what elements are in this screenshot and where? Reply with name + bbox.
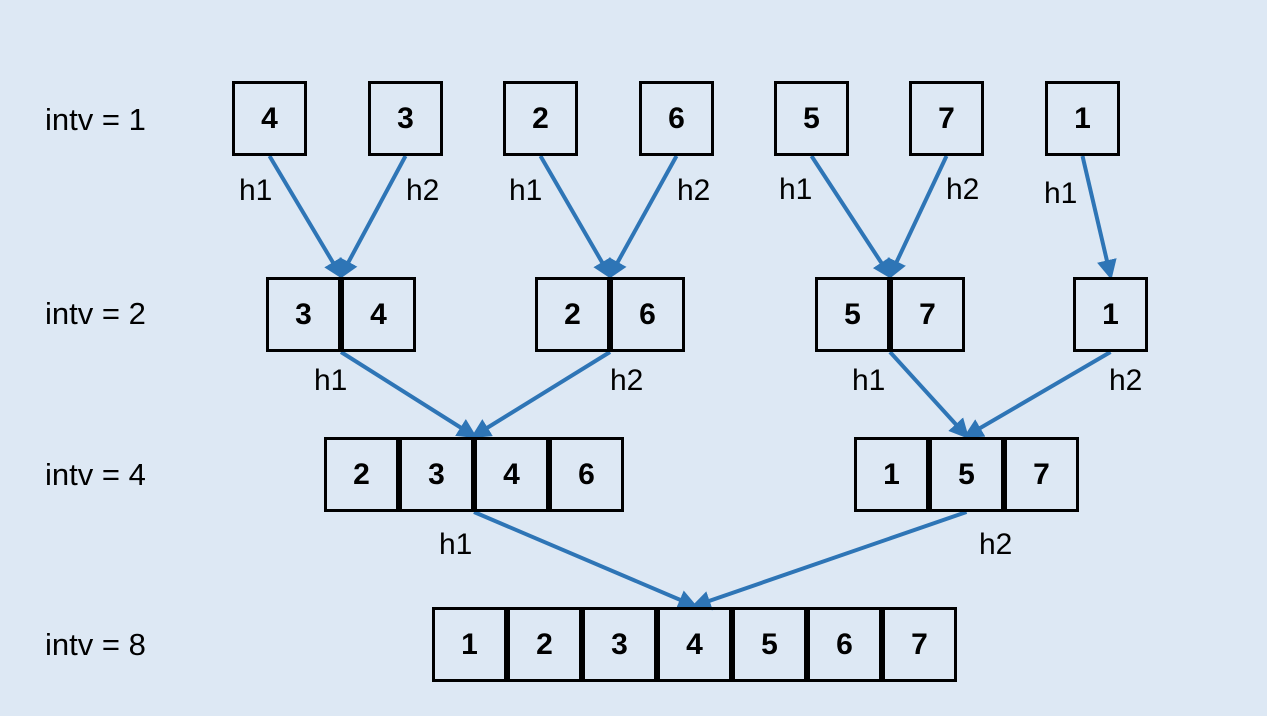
merge-arrow — [267, 154, 344, 280]
array-cell: 3 — [368, 81, 443, 156]
merge-arrow — [809, 154, 893, 280]
merge-arrow — [963, 350, 1112, 439]
array-cell: 4 — [657, 607, 732, 682]
edge-label: h1 — [509, 174, 543, 207]
array-cell: 5 — [929, 437, 1004, 512]
merge-arrow — [888, 350, 970, 439]
array-cell: 7 — [890, 277, 965, 352]
edge-label: h1 — [852, 364, 886, 397]
array-cell: 3 — [399, 437, 474, 512]
array-cell: 5 — [815, 277, 890, 352]
array-cell: 1 — [1073, 277, 1148, 352]
row-label-intv-8: intv = 8 — [45, 627, 146, 662]
array-cell: 4 — [232, 81, 307, 156]
row-label-intv-1: intv = 1 — [45, 102, 146, 137]
edge-label: h2 — [406, 174, 440, 207]
array-cell: 2 — [503, 81, 578, 156]
array-cell: 2 — [324, 437, 399, 512]
merge-arrow — [887, 155, 949, 280]
array-cell: 4 — [341, 277, 416, 352]
merge-arrow — [473, 510, 699, 609]
edge-label: h2 — [946, 173, 980, 206]
array-cell: 1 — [854, 437, 929, 512]
edge-label: h1 — [314, 364, 348, 397]
merge-arrow — [1080, 155, 1117, 280]
array-cell: 1 — [1045, 81, 1120, 156]
array-cell: 5 — [732, 607, 807, 682]
array-cell: 3 — [582, 607, 657, 682]
array-cell: 4 — [474, 437, 549, 512]
edge-label: h2 — [677, 174, 711, 207]
edge-label: h2 — [1109, 364, 1143, 397]
merge-arrow — [608, 155, 679, 280]
array-cell: 6 — [549, 437, 624, 512]
merge-arrow — [339, 155, 408, 280]
edge-label: h2 — [979, 528, 1013, 561]
edge-label: h2 — [610, 364, 644, 397]
array-cell: 7 — [882, 607, 957, 682]
edge-label: h1 — [779, 173, 813, 206]
array-cell: 6 — [610, 277, 685, 352]
array-cell: 2 — [535, 277, 610, 352]
edge-label: h1 — [239, 174, 273, 207]
edge-label: h1 — [439, 528, 473, 561]
array-cell: 6 — [807, 607, 882, 682]
array-cell: 3 — [266, 277, 341, 352]
merge-arrow — [470, 350, 612, 439]
array-cell: 7 — [909, 81, 984, 156]
array-cell: 6 — [639, 81, 714, 156]
edge-label: h1 — [1044, 177, 1078, 210]
merge-arrow — [339, 350, 478, 439]
array-cell: 7 — [1004, 437, 1079, 512]
array-cell: 1 — [432, 607, 507, 682]
row-label-intv-2: intv = 2 — [45, 296, 146, 331]
row-label-intv-4: intv = 4 — [45, 457, 146, 492]
array-cell: 2 — [507, 607, 582, 682]
array-cell: 5 — [774, 81, 849, 156]
merge-arrow — [538, 154, 613, 280]
merge-arrow — [690, 510, 968, 611]
